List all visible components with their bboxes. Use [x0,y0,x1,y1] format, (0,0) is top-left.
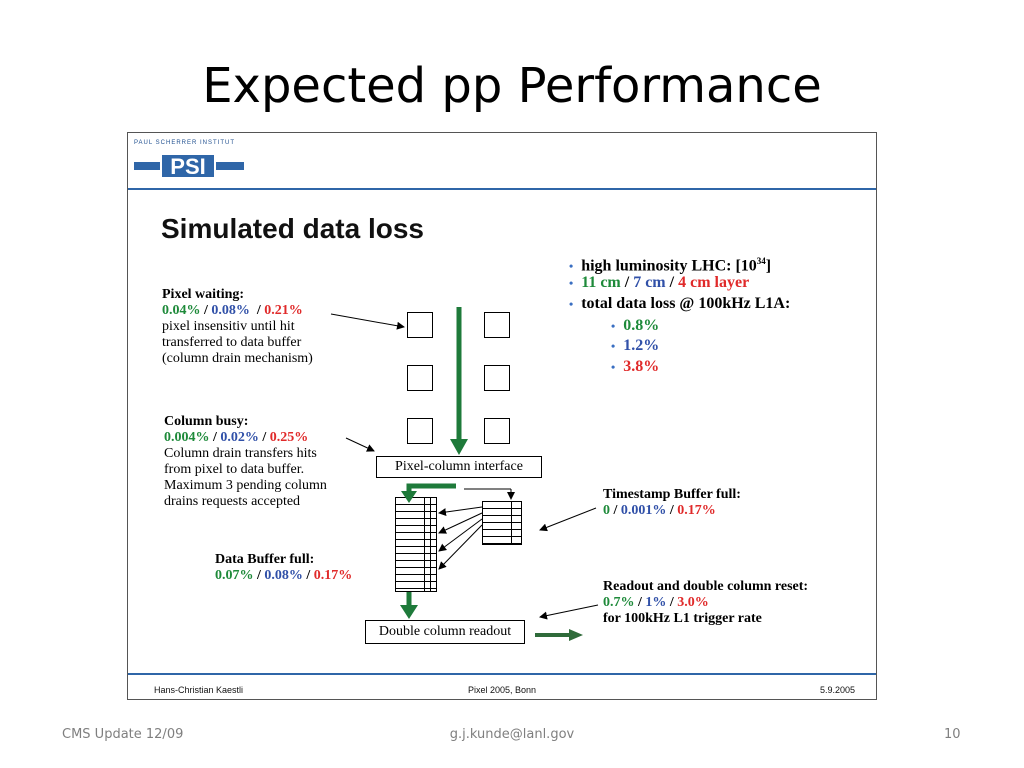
bullet-luminosity: •high luminosity LHC: [1034] [569,256,772,275]
column-busy-pointer [345,437,375,452]
bullet-dot-icon: • [569,297,574,311]
pixel-waiting-block: Pixel waiting: 0.04% / 0.08% / 0.21% pix… [162,287,313,366]
ts-to-buffer-pointer [438,524,483,570]
institute-name: PAUL SCHERRER INSTITUT [134,140,236,146]
bullet-dot-icon: • [611,339,616,353]
ts-to-buffer-pointer [438,506,483,516]
pixel-cell [407,365,433,391]
timestamp-values: 0 / 0.001% / 0.17% [603,503,716,518]
embedded-footer-event: Pixel 2005, Bonn [467,685,537,695]
pixel-waiting-pointer [330,313,405,330]
interface-to-buffer-arrow [406,483,456,493]
slide-title: Expected pp Performance [202,58,822,114]
data-buffer-title: Data Buffer full: [215,552,315,567]
data-buffer-stack [395,497,437,592]
readout-arrowhead-icon [400,605,418,619]
embedded-footer-author: Hans-Christian Kaestli [154,685,244,695]
embedded-slide: PAUL SCHERRER INSTITUT PSI Simulated dat… [127,132,877,700]
readout-values: 0.7% / 1% / 3.0% [603,595,709,610]
pixel-cell [484,418,510,444]
timestamp-title: Timestamp Buffer full: [603,487,741,502]
column-busy-title: Column busy: [164,414,249,429]
column-busy-block: Column busy: 0.004% / 0.02% / 0.25% Colu… [164,414,327,509]
pixel-waiting-values: 0.04% / 0.08% / 0.21% [162,303,303,318]
sub-bullet-2: •1.2% [611,337,660,354]
psi-logo-text: PSI [170,154,205,179]
pixel-cell [484,365,510,391]
interface-arrowhead-icon [401,491,417,503]
pixel-cell [407,312,433,338]
pixel-column-interface: Pixel-column interface [376,456,542,478]
double-column-readout: Double column readout [365,620,525,644]
timestamp-block: Timestamp Buffer full: 0 / 0.001% / 0.17… [603,487,741,519]
bullet-total-loss: •total data loss @ 100kHz L1A: [569,295,791,312]
bullet-layers: •11 cm / 7 cm / 4 cm layer [569,274,750,291]
column-drain-arrowhead-icon [450,439,468,455]
slide-footer-page-number: 10 [944,727,961,742]
bullet-dot-icon: • [569,259,574,274]
slide-footer-center: g.j.kunde@lanl.gov [449,727,575,742]
embedded-footer-date: 5.9.2005 [820,685,856,695]
pixel-cell [484,312,510,338]
sub-bullet-1: •0.8% [611,317,660,334]
footer-rule [128,673,876,675]
bullet-dot-icon: • [611,360,616,374]
pixel-cell [407,418,433,444]
psi-logo: PSI [134,153,244,179]
diagram-arrows [330,307,599,641]
sub-bullet-3: •3.8% [611,358,660,375]
readout-pointer [539,604,599,620]
ts-to-buffer-pointer [438,518,483,552]
embedded-heading: Simulated data loss [161,213,424,244]
column-busy-values: 0.004% / 0.02% / 0.25% [164,430,309,445]
data-buffer-values: 0.07% / 0.08% / 0.17% [215,568,353,583]
timestamp-buffer [482,501,522,545]
data-buffer-block: Data Buffer full: 0.07% / 0.08% / 0.17% [215,552,352,584]
readout-block: Readout and double column reset: 0.7% / … [603,579,809,626]
ts-to-buffer-pointer [438,512,483,534]
slide-footer-left: CMS Update 12/09 [62,727,184,742]
bullet-dot-icon: • [569,276,574,290]
output-arrowhead-icon [569,629,583,641]
header-rule [128,188,876,190]
readout-title: Readout and double column reset: [603,579,809,594]
bullet-dot-icon: • [611,319,616,333]
timestamp-pointer [539,507,597,532]
pixel-waiting-title: Pixel waiting: [162,287,245,302]
